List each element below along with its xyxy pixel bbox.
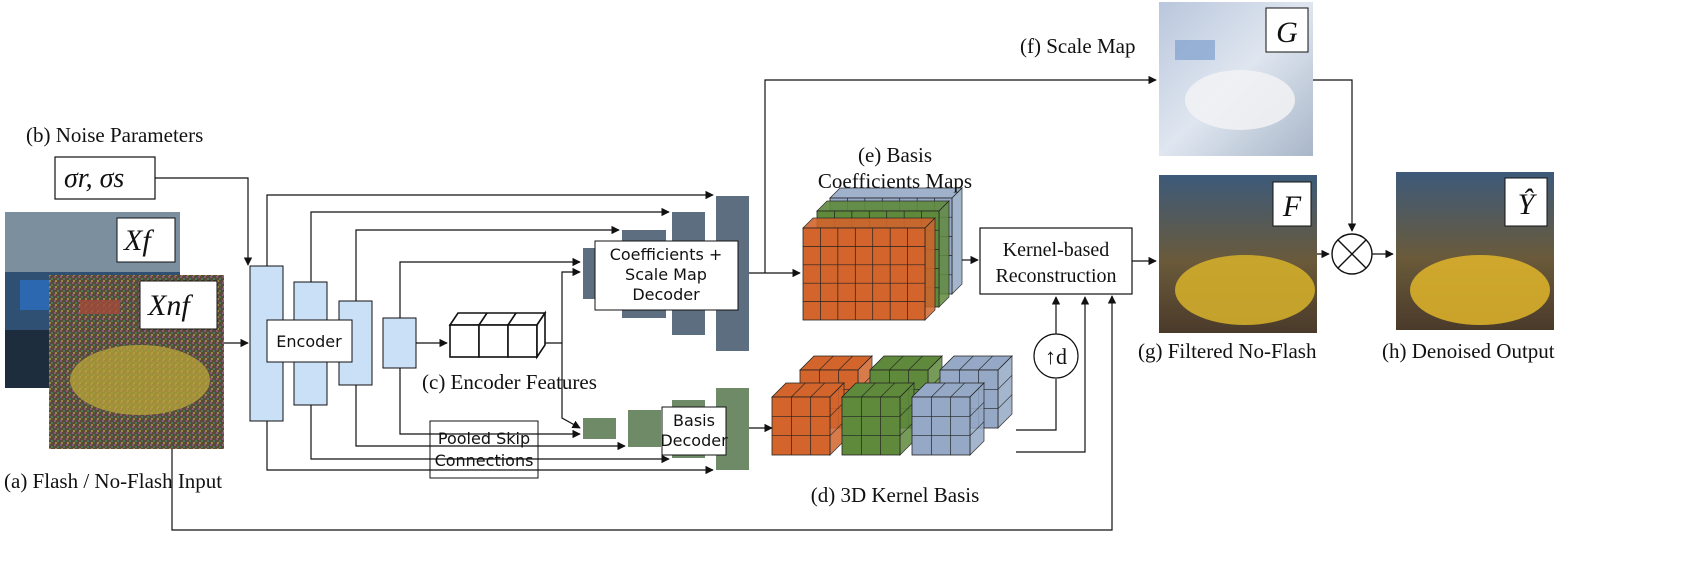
upsample-symbol: ↑d	[1045, 344, 1067, 369]
flash-input-label: (a) Flash / No-Flash Input	[4, 469, 222, 493]
basis-coeff-label-1: (e) Basis	[858, 143, 932, 167]
f-symbol: F	[1282, 190, 1302, 223]
noflash-label-box: Xnf	[139, 280, 218, 330]
g-symbol: G	[1276, 16, 1298, 49]
encoder-block-4	[382, 317, 417, 369]
filtered-noflash-label: (g) Filtered No-Flash	[1138, 339, 1317, 363]
kernel-basis-cubes	[771, 355, 1013, 456]
connection-lines	[155, 75, 1394, 531]
y-symbol: Ŷ	[1518, 188, 1538, 221]
y-label-box	[1504, 177, 1548, 227]
kernel-cube-blue-front	[911, 382, 985, 456]
xnf-symbol: Xnf	[147, 289, 193, 322]
coeff-decoder-box	[594, 240, 739, 311]
kernel-recon-line2: Reconstruction	[995, 265, 1116, 287]
coeff-decoder-line3: Decoder	[632, 285, 700, 304]
basis-decoder-block-1	[583, 418, 616, 439]
basis-decoder-box	[661, 406, 727, 456]
kernel-cube-orange-front	[771, 382, 845, 456]
encoder-box	[266, 319, 353, 363]
coeff-map-orange	[802, 217, 936, 321]
basis-decoder-line2: Decoder	[660, 431, 728, 450]
pooled-skip-line1: Pooled Skip	[438, 429, 530, 448]
scale-map-label: (f) Scale Map	[1020, 34, 1135, 58]
encoder-label: Encoder	[276, 332, 342, 351]
noflash-image	[49, 275, 224, 449]
kernel-recon-line1: Kernel-based	[1003, 239, 1110, 261]
coeff-decoder-line1: Coefficients +	[610, 245, 723, 264]
flash-label-box: Xf	[116, 217, 176, 263]
pooled-skip-box	[429, 420, 539, 479]
g-label-box	[1265, 7, 1309, 53]
basis-decoder-block-2	[628, 410, 661, 447]
encoder-features-label: (c) Encoder Features	[422, 370, 597, 394]
denoised-output-label: (h) Denoised Output	[1382, 339, 1555, 363]
basis-coeff-label-2: Coefficients Maps	[818, 169, 972, 193]
encoder-feature-cubes	[448, 310, 547, 360]
basis-coefficient-maps	[802, 187, 963, 321]
kernel-cube-green-front	[841, 382, 915, 456]
coeff-decoder-line2: Scale Map	[625, 265, 707, 284]
kernel-recon-box	[979, 227, 1133, 295]
kernel-basis-label: (d) 3D Kernel Basis	[811, 483, 980, 507]
basis-decoder-line1: Basis	[673, 411, 715, 430]
noise-params-label: (b) Noise Parameters	[26, 123, 203, 147]
sigma-symbol: σr, σs	[64, 163, 124, 194]
xf-symbol: Xf	[123, 224, 154, 257]
pooled-skip-line2: Connections	[435, 451, 534, 470]
f-label-box	[1272, 181, 1312, 227]
